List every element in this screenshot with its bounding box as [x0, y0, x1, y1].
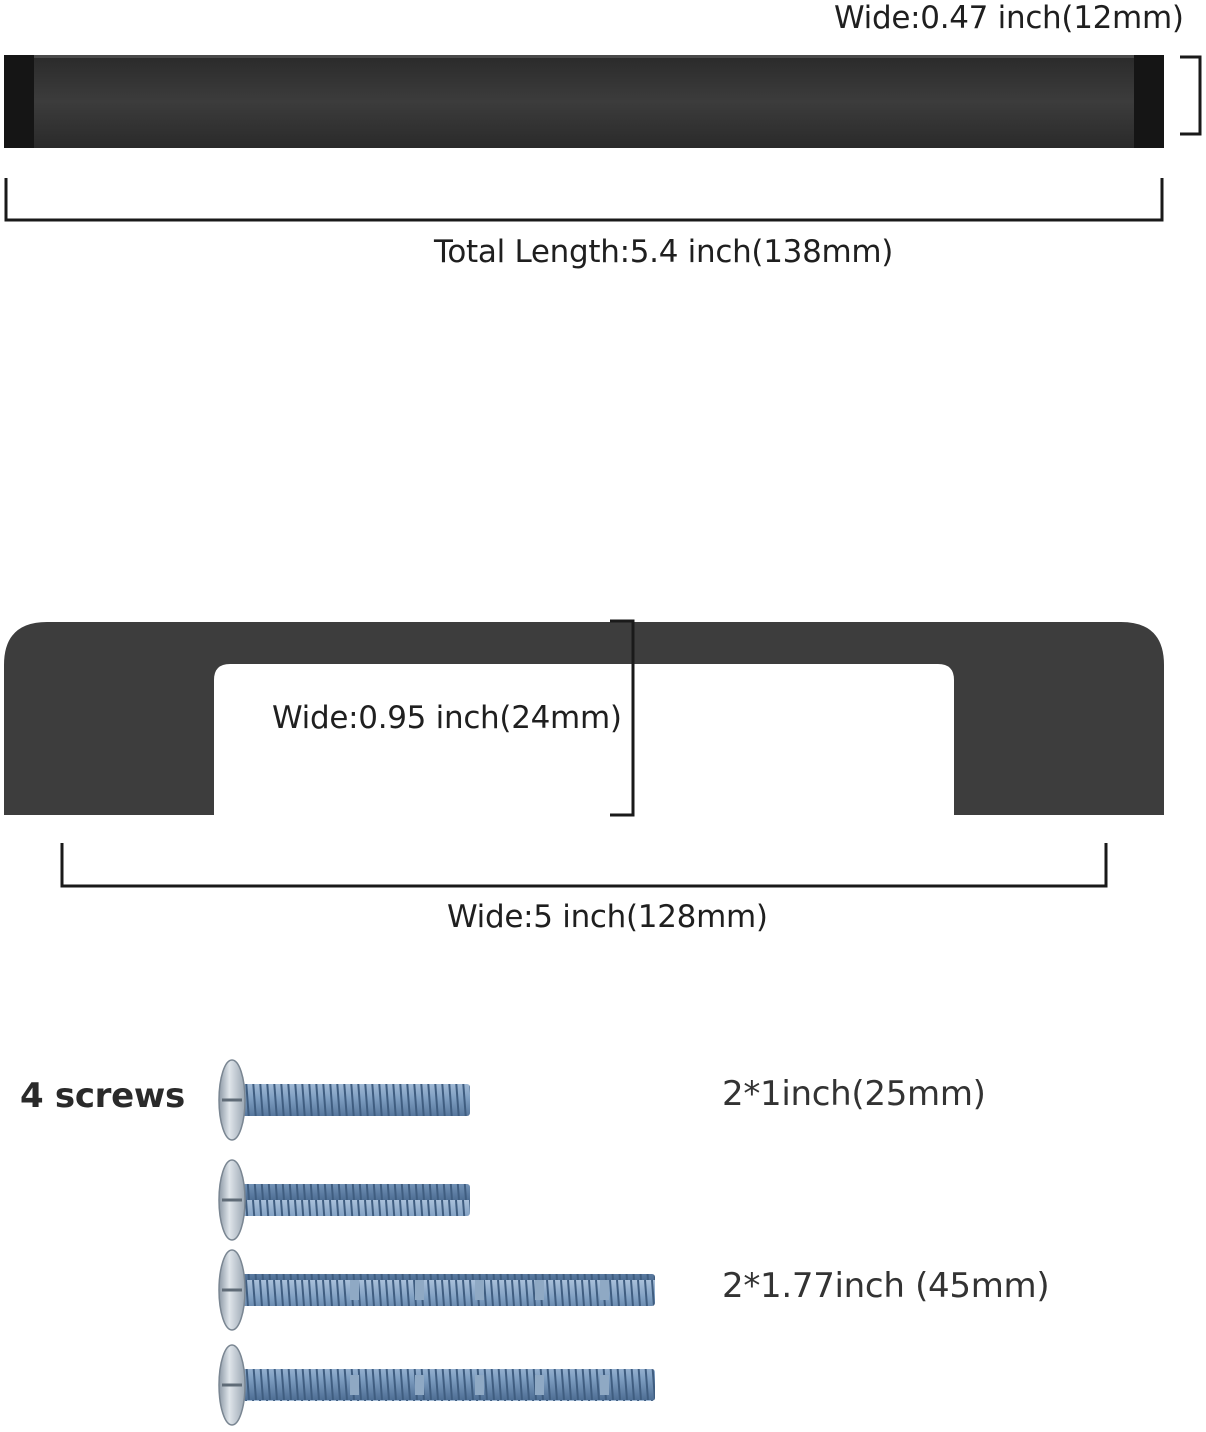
top-width-label: Wide:0.47 inch(12mm)	[834, 0, 1184, 36]
screw-long-2-groove	[475, 1375, 484, 1395]
screw-short-2	[218, 1159, 470, 1241]
screw-long-1-groove	[475, 1280, 484, 1300]
handle-top-right-cap	[1134, 55, 1164, 148]
screw-long-1-groove	[350, 1280, 359, 1300]
screw-long-1-shaft	[238, 1274, 655, 1306]
total-length-label: Total Length:5.4 inch(138mm)	[434, 234, 894, 270]
center-distance-dimension-line	[60, 843, 1108, 888]
gap-height-bracket	[610, 619, 635, 817]
screw-short-1	[218, 1059, 470, 1141]
screw-long-2-groove	[600, 1375, 609, 1395]
screw-short-2-shaft	[238, 1184, 470, 1216]
gap-height-label: Wide:0.95 inch(24mm)	[272, 700, 622, 736]
screw-long-1-groove	[600, 1280, 609, 1300]
screw-long-2-shaft	[238, 1369, 655, 1401]
screw-long-1-groove	[535, 1280, 544, 1300]
screw-long-2-groove	[415, 1375, 424, 1395]
screw-count-label: 4 screws	[20, 1076, 185, 1116]
top-width-bracket	[1180, 55, 1202, 136]
handle-side-view	[4, 622, 1164, 815]
total-length-dimension-line	[4, 178, 1164, 222]
handle-top-highlight	[34, 55, 1134, 58]
screw-long-2-groove	[350, 1375, 359, 1395]
handle-top-body	[4, 55, 1164, 148]
short-screw-label: 2*1inch(25mm)	[722, 1074, 986, 1114]
screw-long-1	[218, 1249, 655, 1331]
handle-top-view	[4, 55, 1164, 148]
long-screw-label: 2*1.77inch (45mm)	[722, 1266, 1050, 1306]
handle-top-left-cap	[4, 55, 34, 148]
center-distance-label: Wide:5 inch(128mm)	[447, 899, 768, 935]
screw-long-1-groove	[415, 1280, 424, 1300]
screws-group	[218, 1059, 655, 1426]
screw-long-2	[218, 1344, 655, 1426]
screw-long-2-groove	[535, 1375, 544, 1395]
screw-short-1-shaft	[238, 1084, 470, 1116]
